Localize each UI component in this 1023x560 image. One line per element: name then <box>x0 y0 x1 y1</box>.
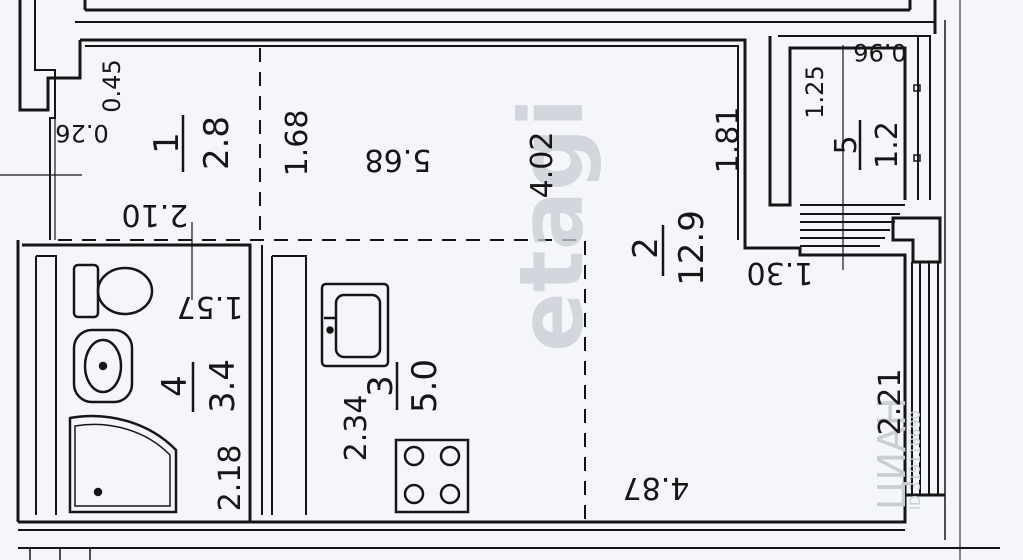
cian-watermark: ЦИАН <box>870 398 914 511</box>
bathroom-wall-inner <box>35 255 57 515</box>
toilet-icon <box>72 263 154 319</box>
dim-2-18: 2.18 <box>213 445 248 512</box>
dim-1-25: 1.25 <box>801 65 829 118</box>
dim-4-02: 4.02 <box>525 132 560 199</box>
fraction-bars <box>181 115 862 412</box>
dim-1-57: 1.57 <box>177 289 244 324</box>
zone-lines <box>58 48 586 522</box>
dimension-labels: 0.45 0.26 2.10 1.68 5.68 4.02 1.81 1.25 … <box>55 38 908 511</box>
dim-4-87: 4.87 <box>623 470 690 505</box>
balcony-steps <box>800 204 905 247</box>
bottom-neighbour <box>29 548 91 560</box>
watermarks: etagi ЦИАН ID 319118690 <box>500 98 924 510</box>
zone-line-kitchen <box>58 239 586 522</box>
apartment-outline <box>18 38 907 524</box>
kitchen-sink-icon <box>320 282 390 368</box>
room-2-number: 2 <box>626 237 666 259</box>
dimension-lines <box>0 45 844 300</box>
window-marker <box>913 84 921 92</box>
shower-tray-icon <box>68 414 178 514</box>
dim-5-68: 5.68 <box>365 142 432 177</box>
stove-icon <box>394 438 470 514</box>
dim-1-30: 1.30 <box>747 255 814 290</box>
room-4-area: 3.4 <box>203 359 243 413</box>
room-3-number: 3 <box>361 375 401 397</box>
dim-2-21: 2.21 <box>873 369 908 436</box>
room-1-number: 1 <box>147 132 187 154</box>
window-marker <box>913 154 921 162</box>
dim-1-68: 1.68 <box>280 110 315 177</box>
apartment-outline-inner <box>85 45 739 240</box>
walls <box>16 0 1000 560</box>
bathroom-right-wall <box>261 245 307 515</box>
room-3-area: 5.0 <box>405 359 445 413</box>
fixtures <box>68 84 921 514</box>
dim-2-34: 2.34 <box>339 395 374 462</box>
room-5-number: 5 <box>829 135 864 154</box>
room-1-area: 2.8 <box>197 116 237 170</box>
bathroom-wall <box>22 243 252 522</box>
cian-id-watermark: ID 319118690 <box>908 410 924 510</box>
dim-1-81: 1.81 <box>711 107 746 174</box>
balcony-wall <box>768 36 907 207</box>
room-4-number: 4 <box>155 375 195 397</box>
dim-0-96: 0.96 <box>853 38 906 66</box>
room-2-area: 12.9 <box>672 210 712 286</box>
washbasin-icon <box>72 328 134 404</box>
left-wall-inner <box>34 0 56 240</box>
right-exterior-wall <box>911 262 939 495</box>
dim-0-26: 0.26 <box>55 119 108 147</box>
dim-2-10: 2.10 <box>122 197 189 232</box>
left-wall <box>18 0 82 112</box>
etagi-watermark: etagi <box>500 98 603 352</box>
dim-0-45: 0.45 <box>98 59 126 112</box>
room-labels: 1 2.8 2 12.9 3 5.0 4 3.4 5 1.2 <box>147 116 905 413</box>
room-5-area: 1.2 <box>870 121 905 169</box>
balcony-wall-outer <box>778 35 931 200</box>
